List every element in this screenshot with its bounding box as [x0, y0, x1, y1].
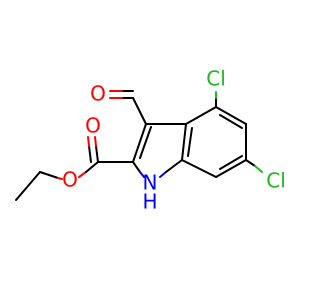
bond-c2-n-black [132, 161, 141, 173]
bond-c3a-c7a-inner [187, 127, 193, 157]
bond-c3-cho [132, 97, 147, 125]
bond-o-cc-black [85, 161, 99, 173]
bond-c3a-c4 [185, 106, 217, 125]
molecule-structure-diagram: O O O N H Cl Cl [15, 67, 286, 214]
bond-co-b-black [88, 145, 92, 163]
chlorine-4-label: Cl [206, 67, 226, 91]
bond-co-a-black [95, 145, 99, 163]
aldehyde-oxygen-label: O [90, 82, 106, 106]
bond-co-a-red [94, 136, 97, 147]
bond-co-b-red [87, 136, 90, 147]
bond-c6-cl-black [245, 159, 256, 167]
ring-nitrogen-h-label: H [142, 190, 157, 214]
bond-ch2-o-red [57, 177, 63, 180]
bond-c2-n-blue [139, 171, 145, 178]
ring-nitrogen-label: N [143, 171, 158, 195]
bond-c6-c7 [215, 159, 247, 178]
ester-ether-oxygen-label: O [62, 168, 78, 192]
atom-label-layer: O O O N H Cl Cl [62, 67, 286, 214]
bond-c2-c3-inner [139, 126, 152, 159]
bond-c7-c7a [181, 159, 217, 178]
bond-layer [15, 90, 263, 201]
bond-o-cc-red [78, 171, 87, 178]
bond-n-c7a-blue [159, 171, 167, 178]
bond-ch2-o-black [39, 171, 59, 179]
bond-c4-c5-inner [219, 114, 243, 129]
ester-carbonyl-oxygen-label: O [85, 114, 101, 138]
chlorine-6-label: Cl [266, 169, 286, 193]
bond-c6-cl-green [254, 165, 263, 173]
bond-c4-c5 [215, 106, 247, 125]
bond-c6-c7-inner [219, 155, 243, 170]
bond-c2-c3 [132, 123, 147, 163]
bond-ch3-ch2 [15, 171, 41, 201]
bond-c3a-c7a [181, 123, 187, 161]
bond-n-c7a-black [165, 159, 183, 173]
